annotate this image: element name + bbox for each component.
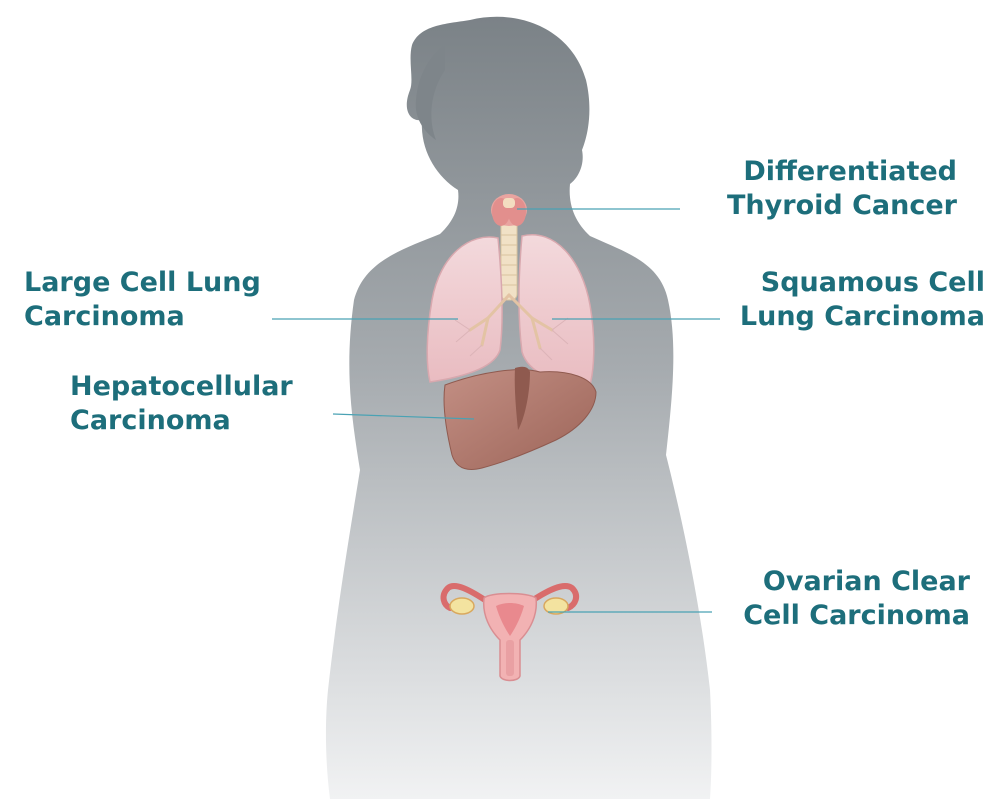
thyroid-gland: [491, 194, 527, 226]
label-ovarian-line2: Cell Carcinoma: [720, 599, 970, 633]
label-ovarian: Ovarian Clear Cell Carcinoma: [720, 565, 970, 633]
label-hepatocellular-line2: Carcinoma: [70, 404, 315, 438]
label-large-cell-line1: Large Cell Lung: [24, 266, 284, 300]
label-squamous-line1: Squamous Cell: [724, 266, 985, 300]
label-thyroid-line1: Differentiated: [700, 155, 957, 189]
label-hepatocellular: Hepatocellular Carcinoma: [70, 370, 315, 438]
label-ovarian-line1: Ovarian Clear: [720, 565, 970, 599]
label-large-cell: Large Cell Lung Carcinoma: [24, 266, 284, 334]
trachea: [501, 215, 517, 300]
label-thyroid: Differentiated Thyroid Cancer: [700, 155, 957, 223]
label-hepatocellular-line1: Hepatocellular: [70, 370, 315, 404]
label-squamous: Squamous Cell Lung Carcinoma: [724, 266, 985, 334]
label-large-cell-line2: Carcinoma: [24, 300, 284, 334]
label-thyroid-line2: Thyroid Cancer: [700, 189, 957, 223]
label-squamous-line2: Lung Carcinoma: [724, 300, 985, 334]
